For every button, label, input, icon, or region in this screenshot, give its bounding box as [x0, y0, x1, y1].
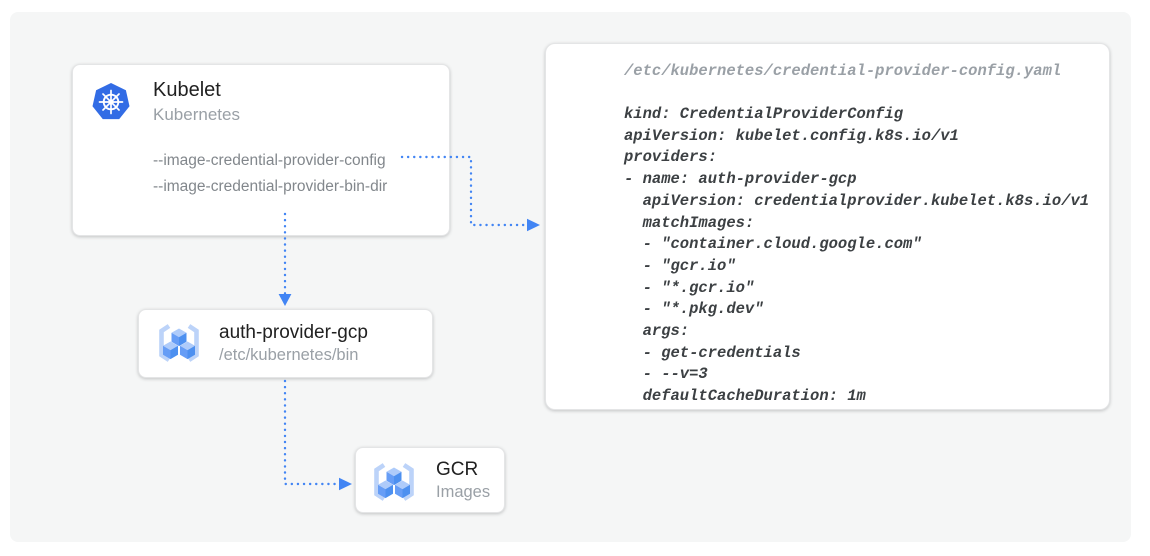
kubelet-subtitle: Kubernetes: [153, 105, 240, 124]
yaml-line: apiVersion: kubelet.config.k8s.io/v1: [624, 126, 959, 145]
yaml-line: - "gcr.io": [624, 256, 736, 275]
yaml-line: apiVersion: credentialprovider.kubelet.k…: [624, 191, 1090, 210]
auth-provider-title: auth-provider-gcp: [219, 322, 368, 343]
yaml-line: - "*.pkg.dev": [624, 300, 764, 319]
flag-image-credential-provider-config: --image-credential-provider-config: [153, 152, 386, 169]
yaml-file-path: /etc/kubernetes/credential-provider-conf…: [624, 62, 1062, 80]
gcr-icon: [159, 324, 199, 362]
kubernetes-icon: [92, 83, 130, 120]
yaml-line: - "container.cloud.google.com": [624, 235, 922, 254]
kubelet-title: Kubelet: [153, 79, 221, 101]
gcr-subtitle: Images: [436, 483, 491, 501]
yaml-line: defaultCacheDuration: 1m: [624, 387, 866, 406]
yaml-line: matchImages:: [624, 213, 755, 232]
auth-provider-path: /etc/kubernetes/bin: [219, 346, 359, 364]
gcr-icon: [374, 463, 414, 501]
yaml-line: - get-credentials: [624, 343, 801, 362]
kubelet-flags: --image-credential-provider-config --ima…: [153, 148, 387, 199]
code-blank-line: [624, 82, 1089, 104]
yaml-line: - "*.gcr.io": [624, 278, 755, 297]
node-gcr: GCR Images: [355, 447, 505, 513]
yaml-line: args:: [624, 322, 690, 341]
flag-image-credential-provider-bin-dir: --image-credential-provider-bin-dir: [153, 177, 388, 195]
node-kubelet: Kubelet Kubernetes --image-credential-pr…: [72, 64, 450, 236]
yaml-code-block: /etc/kubernetes/credential-provider-conf…: [624, 60, 1089, 408]
yaml-line: kind: CredentialProviderConfig: [624, 105, 904, 123]
yaml-line: - --v=3: [624, 365, 708, 384]
yaml-line: - name: auth-provider-gcp: [624, 170, 857, 189]
node-config-file: /etc/kubernetes/credential-provider-conf…: [545, 43, 1110, 410]
yaml-line: providers:: [624, 148, 718, 167]
node-auth-provider-gcp: auth-provider-gcp /etc/kubernetes/bin: [138, 309, 433, 378]
gcr-title: GCR: [436, 459, 479, 480]
